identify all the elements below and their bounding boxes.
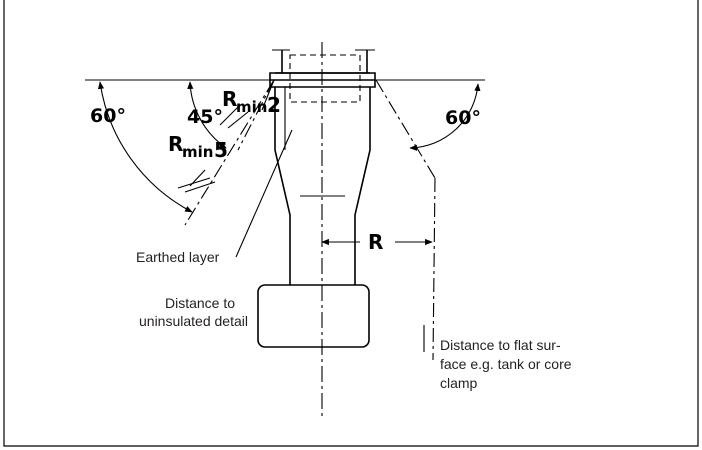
distance-uninsulated-line-1: Distance to [165,295,235,311]
svg-text:R: R [168,132,183,156]
radius-label-rmin2: R min 2 [222,87,281,117]
right-clearance-lines [375,79,481,361]
earthed-layer-label: Earthed layer [136,249,220,265]
radius-label-rmin5: R min 5 [168,132,228,162]
left-clearance-lines [97,79,275,226]
distance-flat-line-1: Distance to flat sur- [440,337,561,353]
distance-flat-line-2: face e.g. tank or core [440,356,572,372]
earthed-layer-leader [235,129,293,258]
svg-text:min: min [236,98,267,116]
angle-label-right-60: 60° [445,107,481,129]
electrode-body [257,49,376,348]
angle-label-left-45: 45° [187,106,223,128]
figure-frame [3,0,699,447]
svg-text:min: min [182,143,213,161]
dimension-label-r: R [368,230,383,254]
svg-text:2: 2 [267,93,281,117]
distance-uninsulated-line-2: uninsulated detail [139,313,248,329]
svg-text:R: R [222,87,237,111]
svg-text:5: 5 [214,138,228,162]
distance-flat-line-3: clamp [440,375,478,391]
angle-label-left-60: 60° [90,105,126,127]
